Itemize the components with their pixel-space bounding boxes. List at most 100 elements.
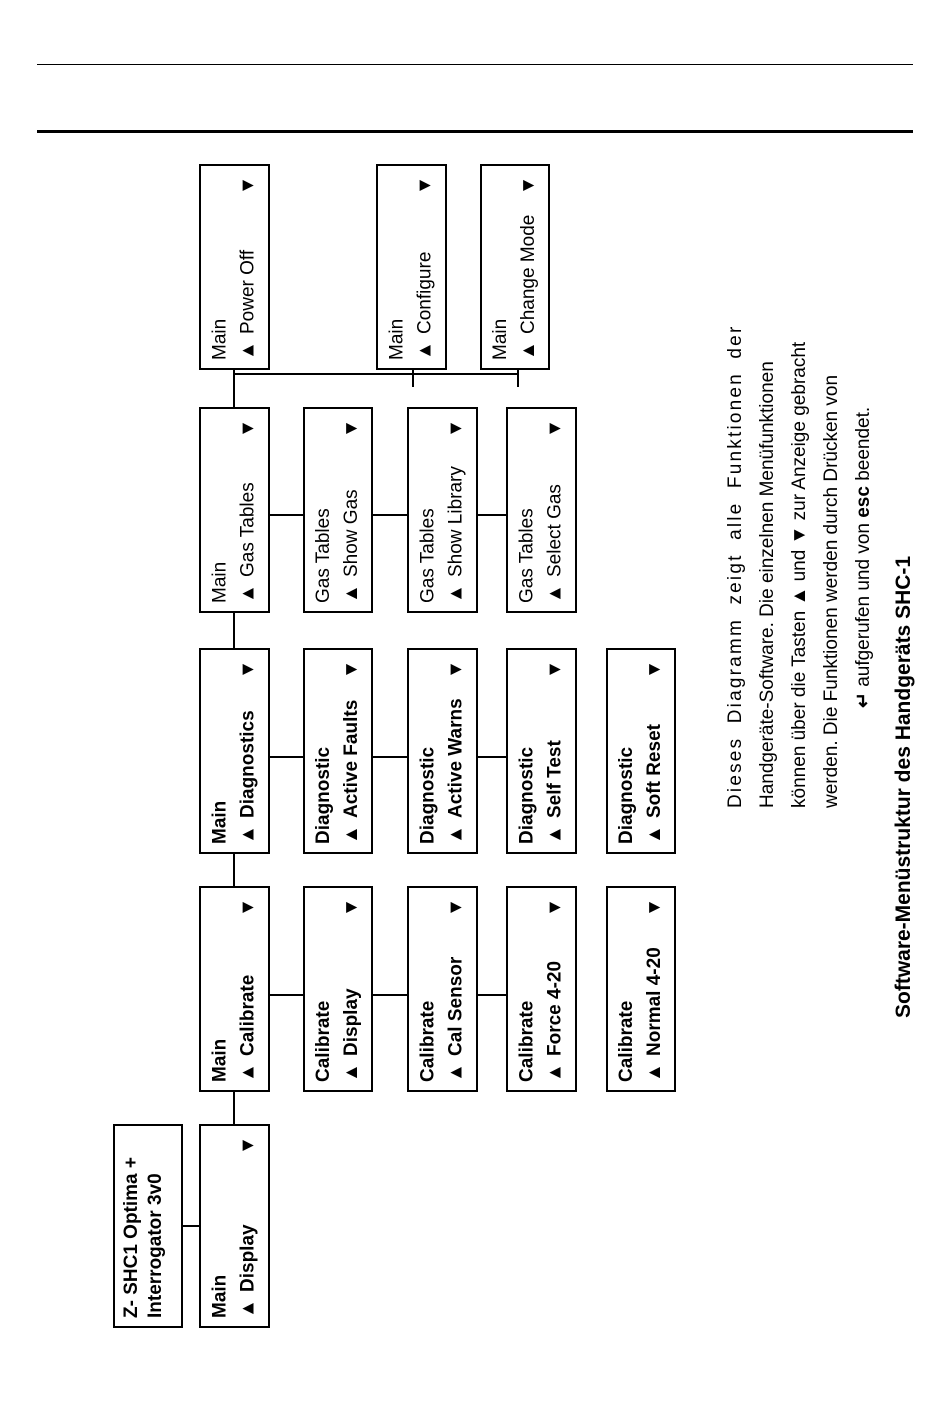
menu-box-label: Active Faults: [341, 699, 362, 818]
down-arrow-icon: ▼: [644, 660, 665, 679]
boot-line-2: Interrogator 3v0: [145, 1173, 166, 1318]
down-arrow-icon: ▼: [237, 898, 258, 917]
up-arrow-icon: ▲: [237, 1299, 258, 1318]
down-arrow-icon: ▼: [644, 898, 665, 917]
top-rule-thin: [37, 64, 913, 65]
menu-box-title: Main: [209, 1038, 230, 1082]
connector: [182, 1225, 200, 1227]
connector: [517, 369, 519, 387]
menu-box-diagnostic-self-test[interactable]: Diagnostic ▲Self Test▼: [506, 648, 577, 854]
up-arrow-icon: ▲: [644, 1063, 665, 1082]
menu-box-label: Configure: [414, 251, 435, 334]
menu-box-main-gas-tables[interactable]: Main ▲Gas Tables▼: [199, 407, 270, 613]
menu-box-diagnostic-active-faults[interactable]: Diagnostic ▲ Active Faults ▼: [303, 648, 373, 854]
down-arrow-icon: ▼: [789, 525, 810, 545]
menu-box-title: Main: [209, 800, 230, 844]
description-line: Dieses Diagramm zeigt alle Funktionen de…: [725, 324, 746, 808]
menu-box-label: Calibrate: [237, 974, 258, 1056]
boot-line-1: Z- SHC1 Optima +: [121, 1157, 142, 1318]
description-fragment: aufgerufen und von: [853, 523, 874, 687]
up-arrow-icon: ▲: [237, 1063, 258, 1082]
down-arrow-icon: ▼: [341, 419, 362, 438]
up-arrow-icon: ▲: [445, 825, 466, 844]
menu-box-gas-tables-show-gas[interactable]: Gas Tables ▲Show Gas▼: [303, 407, 373, 613]
menu-box-title: Diagnostic: [417, 746, 438, 844]
up-arrow-icon: ▲: [544, 1063, 565, 1082]
menu-box-label: Change Mode: [518, 214, 539, 334]
up-arrow-icon: ▲: [237, 341, 258, 360]
menu-box-main-configure[interactable]: Main ▲Configure▼: [376, 164, 447, 370]
description-fragment: beendet.: [853, 406, 874, 481]
up-arrow-icon: ▲: [544, 825, 565, 844]
menu-box-calibrate-normal-4-20[interactable]: Calibrate ▲ Normal 4-20 ▼: [606, 886, 676, 1092]
menu-box-gas-tables-show-library[interactable]: Gas Tables ▲ Show Library ▼: [407, 407, 478, 613]
down-arrow-icon: ▼: [237, 1136, 258, 1155]
up-arrow-icon: ▲: [518, 341, 539, 360]
menu-box-label: Display: [237, 1224, 258, 1292]
menu-box-title: Gas Tables: [516, 508, 537, 603]
up-arrow-icon: ▲: [445, 584, 466, 603]
boot-box: Z- SHC1 Optima + Interrogator 3v0: [113, 1124, 183, 1328]
up-arrow-icon: ▲: [789, 586, 810, 606]
menu-box-main-diagnostics[interactable]: Main ▲Diagnostics▼: [199, 648, 270, 854]
menu-box-calibrate-display[interactable]: Calibrate ▲ Display ▼: [303, 886, 373, 1092]
description-text: Dieses Diagramm zeigt alle Funktionen de…: [720, 208, 880, 808]
menu-box-title: Gas Tables: [417, 508, 438, 603]
up-arrow-icon: ▲: [341, 1063, 362, 1082]
menu-box-calibrate-force-4-20[interactable]: Calibrate ▲ Force 4-20 ▼: [506, 886, 577, 1092]
menu-box-title: Main: [386, 318, 407, 360]
enter-key-icon: ↵: [853, 692, 874, 708]
down-arrow-icon: ▼: [237, 176, 258, 195]
description-line: Handgeräte-Software. Die einzelnen Menüf…: [757, 361, 778, 808]
menu-box-label: Normal 4-20: [644, 947, 665, 1056]
down-arrow-icon: ▼: [544, 898, 565, 917]
menu-box-title: Diagnostic: [313, 746, 334, 844]
up-arrow-icon: ▲: [341, 825, 362, 844]
up-arrow-icon: ▲: [644, 825, 665, 844]
figure-caption: Software-Menüstruktur des Handgeräts SHC…: [892, 555, 915, 1018]
menu-box-title: Calibrate: [313, 1000, 334, 1082]
menu-box-label: Show Library: [445, 466, 466, 577]
menu-box-diagnostic-soft-reset[interactable]: Diagnostic ▲ Soft Reset ▼: [606, 648, 676, 854]
menu-box-title: Main: [209, 318, 230, 360]
esc-key-label: esc: [853, 486, 874, 518]
menu-box-main-calibrate[interactable]: Main ▲ Calibrate ▼: [199, 886, 270, 1092]
connector: [269, 514, 507, 516]
menu-box-title: Calibrate: [516, 1000, 537, 1082]
up-arrow-icon: ▲: [445, 1063, 466, 1082]
menu-box-title: Diagnostic: [516, 746, 537, 844]
menu-box-calibrate-cal-sensor[interactable]: Calibrate ▲Cal Sensor▼: [407, 886, 478, 1092]
menu-box-label: Soft Reset: [644, 724, 665, 818]
description-fragment: und: [789, 549, 810, 582]
connector: [233, 373, 519, 375]
menu-box-title: Calibrate: [616, 1000, 637, 1082]
menu-box-title: Main: [490, 318, 511, 360]
down-arrow-icon: ▼: [445, 660, 466, 679]
menu-box-label: Force 4-20: [544, 960, 565, 1056]
down-arrow-icon: ▼: [445, 419, 466, 438]
menu-box-label: Display: [341, 988, 362, 1056]
menu-box-diagnostic-active-warns[interactable]: Diagnostic ▲ Active Warns ▼: [407, 648, 478, 854]
connector: [412, 369, 414, 387]
down-arrow-icon: ▼: [341, 660, 362, 679]
menu-box-main-display[interactable]: Main ▲Display▼: [199, 1124, 270, 1328]
up-arrow-icon: ▲: [341, 584, 362, 603]
up-arrow-icon: ▲: [237, 825, 258, 844]
description-line: werden. Die Funktionen werden durch Drüc…: [821, 374, 842, 808]
menu-box-main-power-off[interactable]: Main ▲Power Off▼: [199, 164, 270, 370]
description-line: können über die Tasten ▲ und ▼ zur Anzei…: [784, 208, 816, 808]
down-arrow-icon: ▼: [445, 898, 466, 917]
description-fragment: zur Anzeige gebracht: [789, 341, 810, 521]
menu-box-title: Main: [209, 561, 230, 603]
down-arrow-icon: ▼: [544, 419, 565, 438]
down-arrow-icon: ▼: [237, 419, 258, 438]
description-line: ↵ aufgerufen und von esc beendet.: [848, 208, 880, 808]
menu-box-label: Select Gas: [544, 484, 565, 577]
menu-box-main-change-mode[interactable]: Main ▲Change Mode▼: [480, 164, 550, 370]
down-arrow-icon: ▼: [237, 660, 258, 679]
menu-box-gas-tables-select-gas[interactable]: Gas Tables ▲Select Gas▼: [506, 407, 577, 613]
menu-box-label: Active Warns: [445, 698, 466, 818]
menu-box-title: Diagnostic: [616, 746, 637, 844]
down-arrow-icon: ▼: [341, 898, 362, 917]
